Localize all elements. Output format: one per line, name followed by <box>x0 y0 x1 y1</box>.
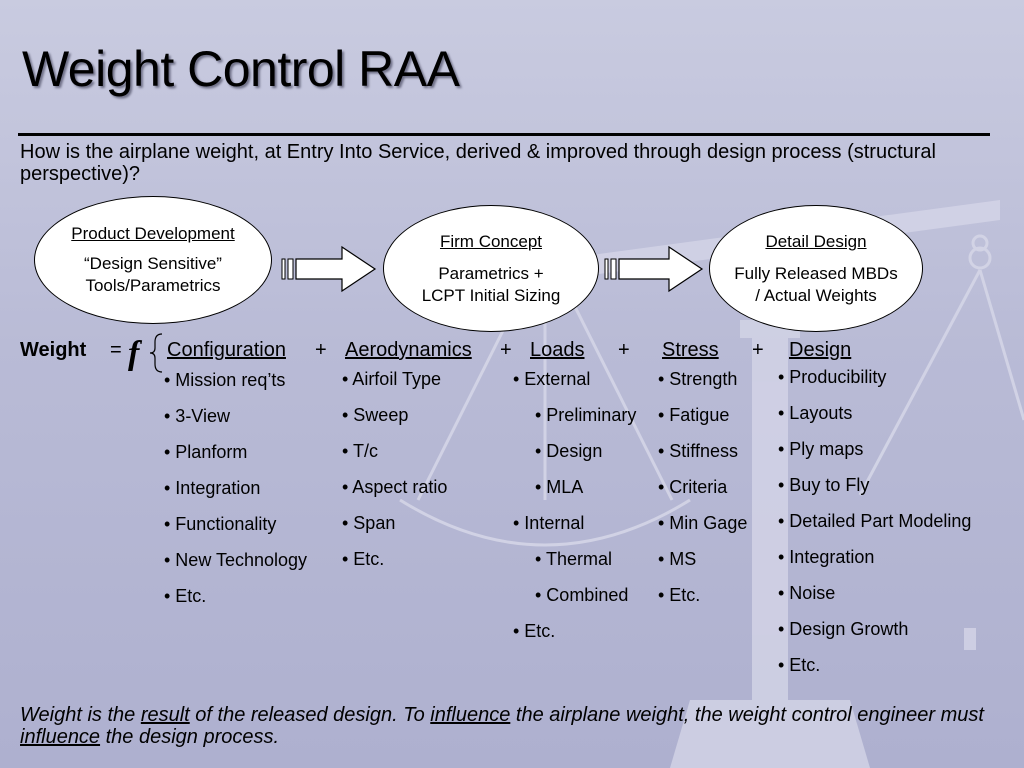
list-subitem: • Thermal <box>535 549 612 569</box>
list-item: • Buy to Fly <box>778 475 870 495</box>
equation-equals: = <box>110 339 122 361</box>
category-configuration: Configuration <box>167 339 286 361</box>
list-item: • Layouts <box>778 403 853 423</box>
conclusion-text: the design process. <box>100 726 280 748</box>
page-title: Weight Control RAA <box>22 41 460 97</box>
plus-sign: + <box>752 339 764 361</box>
phase-heading: Firm Concept <box>439 231 543 251</box>
function-symbol: f <box>128 335 143 372</box>
list-item: • Noise <box>778 583 836 603</box>
list-item: • Etc. <box>778 655 821 675</box>
list-item: • Design Growth <box>778 619 909 639</box>
list-item: • Producibility <box>778 367 887 387</box>
phase-line: / Actual Weights <box>755 285 877 305</box>
phase-product-development: Product Development “Design Sensitive” T… <box>34 196 272 324</box>
list-subitem: • MLA <box>535 477 584 497</box>
phase-line: Fully Released MBDs <box>734 263 898 283</box>
phase-firm-concept: Firm Concept Parametrics + LCPT Initial … <box>383 205 599 332</box>
phase-detail-design: Detail Design Fully Released MBDs / Actu… <box>709 205 923 332</box>
list-subitem: • Preliminary <box>535 405 637 425</box>
category-stress: Stress <box>662 339 719 361</box>
conclusion-emphasis: influence <box>20 726 101 748</box>
list-subitem: • Combined <box>535 585 629 605</box>
aerodynamics-list: • Airfoil Type • Sweep • T/c • Aspect ra… <box>342 369 447 585</box>
plus-sign: + <box>500 339 512 361</box>
phase-heading: Detail Design <box>765 231 867 251</box>
category-loads: Loads <box>530 339 585 361</box>
list-item: • 3-View <box>164 406 230 426</box>
conclusion-emphasis: influence <box>430 704 511 726</box>
design-list: • Producibility • Layouts • Ply maps • B… <box>778 367 971 691</box>
list-item: • External <box>513 369 591 389</box>
list-item: • Detailed Part Modeling <box>778 511 972 531</box>
list-item: • Mission req’ts <box>164 370 286 390</box>
list-item: • MS <box>658 549 697 569</box>
configuration-list: • Mission req’ts • 3-View • Planform • I… <box>164 370 307 622</box>
list-item: • Integration <box>164 478 261 498</box>
phase-line: LCPT Initial Sizing <box>421 285 561 305</box>
list-item: • New Technology <box>164 550 308 570</box>
right-arrow-icon <box>604 245 704 293</box>
list-item: • Planform <box>164 442 248 462</box>
list-item: • Sweep <box>342 405 409 425</box>
phase-line: Tools/Parametrics <box>85 276 221 295</box>
list-subitem: • Design <box>535 441 603 461</box>
list-item: • Etc. <box>342 549 385 569</box>
conclusion-emphasis: result <box>140 704 190 726</box>
conclusion-text: the airplane weight, the weight control … <box>510 704 984 726</box>
right-arrow-icon <box>281 245 377 293</box>
list-item: • Airfoil Type <box>342 369 442 389</box>
list-item: • Etc. <box>513 621 556 641</box>
category-aerodynamics: Aerodynamics <box>345 339 472 361</box>
brace-icon: f <box>128 333 163 373</box>
list-item: • Min Gage <box>658 513 748 533</box>
list-item: • Stiffness <box>658 441 739 461</box>
equation-lhs: Weight <box>20 339 87 361</box>
plus-sign: + <box>315 339 327 361</box>
list-item: • Functionality <box>164 514 277 534</box>
subtitle-question: How is the airplane weight, at Entry Int… <box>20 141 936 185</box>
phase-line: “Design Sensitive” <box>84 254 222 273</box>
conclusion-text: Weight is the <box>20 704 141 726</box>
list-item: • Etc. <box>658 585 701 605</box>
list-item: • Etc. <box>164 586 207 606</box>
plus-sign: + <box>618 339 630 361</box>
list-item: • Ply maps <box>778 439 864 459</box>
loads-list: • External • Preliminary • Design • MLA … <box>513 369 636 657</box>
list-item: • Fatigue <box>658 405 730 425</box>
list-item: • Integration <box>778 547 875 567</box>
category-design: Design <box>789 339 852 361</box>
list-item: • T/c <box>342 441 378 461</box>
conclusion-text: of the released design. To <box>189 704 431 726</box>
list-item: • Strength <box>658 369 738 389</box>
list-item: • Span <box>342 513 396 533</box>
stress-list: • Strength • Fatigue • Stiffness • Crite… <box>658 369 747 621</box>
phase-heading: Product Development <box>71 224 235 243</box>
conclusion-statement: Weight is the result of the released des… <box>20 704 1010 748</box>
list-item: • Internal <box>513 513 585 533</box>
list-item: • Criteria <box>658 477 728 497</box>
title-underline <box>18 133 990 136</box>
list-item: • Aspect ratio <box>342 477 448 497</box>
phase-line: Parametrics + <box>438 263 544 283</box>
